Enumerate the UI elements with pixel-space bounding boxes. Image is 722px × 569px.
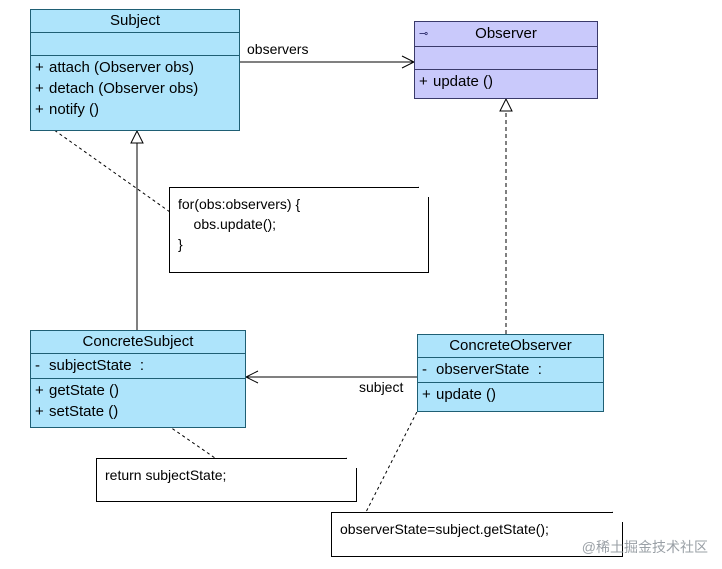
- operation-row: +update (): [419, 73, 494, 90]
- observer-operations: +update (): [415, 70, 597, 94]
- operation-row: +attach (Observer obs): [35, 59, 195, 76]
- observer-realization-arrowhead: [499, 97, 513, 112]
- note-line: return subjectState;: [105, 467, 227, 483]
- attribute-row: -subjectState :: [35, 357, 145, 374]
- note-line: for(obs:observers) {: [178, 196, 301, 212]
- concrete-subject-attributes: -subjectState :: [31, 354, 245, 379]
- concrete-subject-class[interactable]: ConcreteSubject -subjectState : +getStat…: [30, 330, 246, 428]
- getstate-note[interactable]: return subjectState;: [96, 458, 357, 502]
- operation-row: +setState (): [35, 403, 119, 420]
- operation-row: +update (): [422, 386, 497, 403]
- subject-operations: +attach (Observer obs) +detach (Observer…: [31, 56, 239, 122]
- observer-interface-name: ⊸ Observer: [415, 22, 597, 47]
- notify-note[interactable]: for(obs:observers) { obs.update(); }: [169, 187, 429, 273]
- note-line: obs.update();: [178, 216, 277, 232]
- watermark: @稀土掘金技术社区: [581, 539, 708, 555]
- subject-association-label: subject: [359, 379, 404, 395]
- attribute-row: -observerState :: [422, 361, 542, 378]
- concrete-observer-attributes: -observerState :: [418, 358, 603, 383]
- update-note[interactable]: observerState=subject.getState();: [331, 512, 623, 557]
- note-line: observerState=subject.getState();: [340, 521, 549, 537]
- subject-class-name: Subject: [31, 10, 239, 33]
- note-line: }: [178, 236, 183, 252]
- subject-generalization-arrowhead: [130, 129, 144, 144]
- notify-note-anchor: [39, 119, 171, 213]
- concrete-subject-class-name: ConcreteSubject: [31, 331, 245, 354]
- concrete-subject-operations: +getState () +setState (): [31, 379, 245, 424]
- observer-attributes: [415, 47, 597, 70]
- concrete-observer-operations: +update (): [418, 383, 603, 407]
- concrete-observer-class[interactable]: ConcreteObserver -observerState : +updat…: [417, 334, 604, 412]
- observers-association-label: observers: [247, 41, 309, 57]
- subject-association-arrowhead: [244, 370, 259, 384]
- operation-row: +detach (Observer obs): [35, 80, 199, 97]
- subject-attributes: [31, 33, 239, 56]
- subject-class[interactable]: Subject +attach (Observer obs) +detach (…: [30, 9, 240, 131]
- concrete-observer-class-name: ConcreteObserver: [418, 335, 603, 358]
- observer-interface[interactable]: ⊸ Observer +update (): [414, 21, 598, 99]
- interface-icon: ⊸: [419, 28, 429, 40]
- operation-row: +notify (): [35, 101, 100, 118]
- update-note-anchor: [365, 395, 426, 513]
- operation-row: +getState (): [35, 382, 120, 399]
